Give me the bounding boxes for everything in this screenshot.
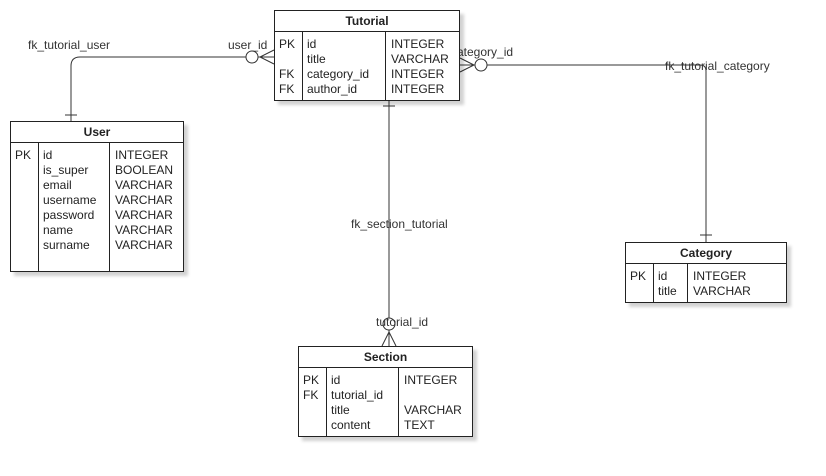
row-field: content <box>331 418 371 432</box>
row-type: INTEGER <box>404 373 458 387</box>
row-type: INTEGER <box>391 82 445 96</box>
row-type: INTEGER <box>693 269 747 283</box>
row-field: title <box>331 403 350 417</box>
row-field: email <box>43 178 72 192</box>
row-type: VARCHAR <box>404 403 462 417</box>
row-type: VARCHAR <box>115 193 173 207</box>
row-field: username <box>43 193 97 207</box>
row-type: VARCHAR <box>391 52 449 66</box>
row-type: INTEGER <box>391 37 445 51</box>
fk-tutorial-category-line <box>460 64 707 242</box>
entity-divider <box>109 143 110 271</box>
entity-category-title: Category <box>626 243 786 264</box>
row-type: VARCHAR <box>115 238 173 252</box>
row-key <box>279 52 295 67</box>
entity-category[interactable]: Category PK id title INTEGER VARCHAR <box>625 242 787 303</box>
fk-section-tutorial-crowfoot <box>381 330 397 347</box>
row-field: id <box>658 269 668 283</box>
row-key <box>15 163 31 178</box>
row-type <box>404 388 462 403</box>
row-field: category_id <box>307 67 370 81</box>
row-key: FK <box>279 67 295 81</box>
entity-divider <box>687 264 688 302</box>
row-type: VARCHAR <box>115 208 173 222</box>
fk-tutorial-category-crowfoot <box>459 57 476 73</box>
fk-tutorial-user-crowfoot <box>258 49 275 65</box>
entity-tutorial-fields: id title category_id author_id <box>307 32 369 100</box>
entity-tutorial-title: Tutorial <box>275 11 459 32</box>
fk-section-tutorial-optional-circle <box>382 317 396 331</box>
entity-divider <box>653 264 654 302</box>
entity-divider <box>302 32 303 100</box>
entity-section[interactable]: Section PK FK id tutorial_id title conte… <box>298 346 473 437</box>
row-field: author_id <box>307 82 358 96</box>
row-key <box>15 238 31 253</box>
row-type: INTEGER <box>391 67 445 81</box>
entity-category-fields: id title <box>658 264 677 302</box>
fk-tutorial-user-column-label: user_id <box>228 38 268 52</box>
entity-user-keys: PK <box>15 143 31 271</box>
row-field: id <box>307 37 317 51</box>
entity-user-title: User <box>11 122 183 143</box>
row-field: title <box>307 52 326 66</box>
row-type: VARCHAR <box>115 178 173 192</box>
fk-tutorial-user-label: fk_tutorial_user <box>28 38 111 52</box>
entity-divider <box>326 368 327 436</box>
entity-user-fields: id is_super email username password name… <box>43 143 96 271</box>
entity-section-title: Section <box>299 347 472 368</box>
entity-user-types: INTEGER BOOLEAN VARCHAR VARCHAR VARCHAR … <box>115 143 173 271</box>
entity-divider <box>385 32 386 100</box>
row-key: PK <box>303 373 320 387</box>
row-field: title <box>658 284 677 298</box>
entity-user[interactable]: User PK id is_super email username passw… <box>10 121 184 272</box>
row-type: BOOLEAN <box>115 163 174 177</box>
entity-section-fields: id tutorial_id title content <box>331 368 383 436</box>
row-type: VARCHAR <box>693 284 751 298</box>
row-key: PK <box>15 148 32 162</box>
entity-category-keys: PK <box>630 264 646 302</box>
row-key: PK <box>279 37 296 51</box>
row-field: password <box>43 208 95 222</box>
fk-tutorial-category-label: fk_tutorial_category <box>665 59 770 73</box>
row-type: TEXT <box>404 418 435 432</box>
entity-tutorial-keys: PK FK FK <box>279 32 295 100</box>
row-field: is_super <box>43 163 89 177</box>
row-key: PK <box>630 269 647 283</box>
row-key <box>15 193 31 208</box>
entity-divider <box>398 368 399 436</box>
row-key <box>15 178 31 193</box>
fk-section-tutorial-label: fk_section_tutorial <box>351 217 448 231</box>
row-field: id <box>43 148 53 162</box>
entity-tutorial[interactable]: Tutorial PK FK FK id title category_id a… <box>274 10 460 101</box>
row-key <box>303 403 319 418</box>
row-field: tutorial_id <box>331 388 384 402</box>
fk-tutorial-category-optional-circle <box>474 58 488 72</box>
row-key <box>15 223 31 238</box>
row-field: id <box>331 373 341 387</box>
entity-divider <box>38 143 39 271</box>
row-field: name <box>43 223 74 237</box>
entity-category-types: INTEGER VARCHAR <box>693 264 751 302</box>
row-type: VARCHAR <box>115 223 173 237</box>
row-type: INTEGER <box>115 148 169 162</box>
fk-tutorial-user-optional-circle <box>245 50 259 64</box>
entity-section-keys: PK FK <box>303 368 319 436</box>
entity-tutorial-types: INTEGER VARCHAR INTEGER INTEGER <box>391 32 449 100</box>
row-key: FK <box>279 82 295 96</box>
row-key <box>630 284 646 299</box>
row-key: FK <box>303 388 319 402</box>
row-field: surname <box>43 238 90 252</box>
fk-section-tutorial-column-label: tutorial_id <box>376 315 429 329</box>
row-key <box>15 208 31 223</box>
fk-tutorial-user-line <box>70 56 274 121</box>
row-key <box>303 418 319 433</box>
fk-tutorial-category-column-label: category_id <box>451 45 514 59</box>
entity-section-types: INTEGER VARCHAR TEXT <box>404 368 462 436</box>
